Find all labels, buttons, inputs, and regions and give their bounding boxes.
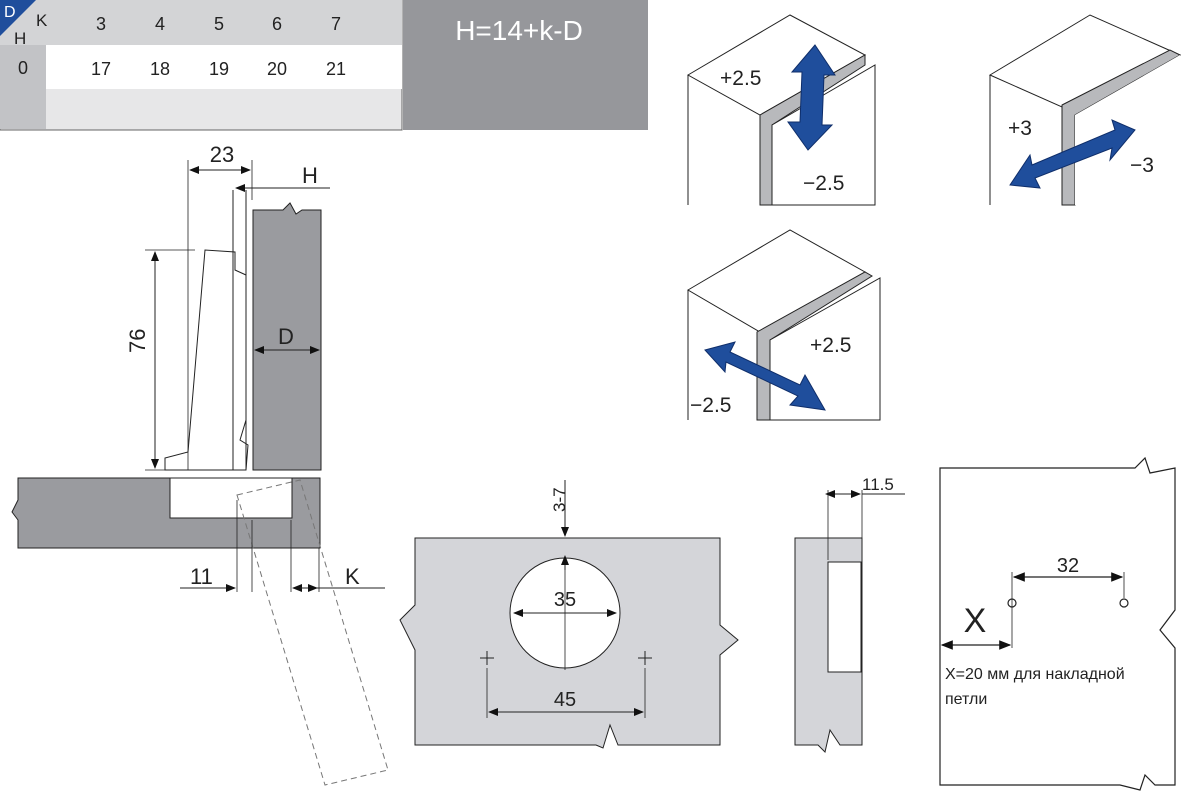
k-value: 4 [155, 14, 165, 34]
dim-11-5: 11.5 [862, 475, 894, 494]
k-value: 5 [214, 14, 224, 34]
dim-45: 45 [554, 689, 576, 711]
lateral-adjustment-view [687, 229, 881, 421]
d-value: 0 [18, 58, 28, 78]
vertical-plus: +2.5 [720, 67, 761, 90]
note-line1: X=20 мм для накладной [945, 666, 1125, 683]
dim-11: 11 [190, 564, 213, 589]
h-value: 19 [209, 59, 229, 79]
corner-d: D [4, 4, 16, 21]
dim-76: 76 [125, 329, 150, 353]
hinge-side-view [11, 160, 389, 786]
depth-minus: −3 [1130, 154, 1154, 177]
depth-adjustment-view [988, 14, 1182, 206]
depth-plus: +3 [1008, 117, 1032, 140]
corner-h: H [14, 29, 26, 48]
formula-panel [403, 0, 648, 130]
h-value: 17 [91, 59, 111, 79]
dim-35: 35 [554, 589, 576, 611]
dim-23: 23 [210, 142, 234, 167]
corner-triangle [0, 0, 36, 36]
corner-k: K [36, 11, 48, 30]
k-value: 6 [272, 14, 282, 34]
h-value: 18 [150, 59, 170, 79]
h-value: 20 [267, 59, 287, 79]
vertical-adjustment-view [686, 14, 876, 206]
dim-h: H [302, 163, 318, 188]
cup-section-view [794, 490, 905, 753]
note-line2: петли [945, 691, 987, 708]
dim-x: X [964, 602, 987, 640]
h-value: 21 [326, 59, 346, 79]
mounting-plate-view [939, 456, 1176, 791]
k-value: 7 [331, 14, 341, 34]
dim-d: D [278, 324, 294, 349]
lateral-plus: +2.5 [810, 334, 851, 357]
dim-32: 32 [1057, 555, 1079, 577]
lateral-minus: −2.5 [690, 394, 731, 417]
cup-drilling-view [399, 480, 739, 749]
dim-3-7: 3-7 [550, 487, 569, 512]
adjustment-table: D K H 3 4 5 6 7 0 17 18 19 20 21 H=14+k-… [0, 0, 648, 131]
dim-k: K [345, 564, 360, 589]
k-value: 3 [96, 14, 106, 34]
vertical-minus: −2.5 [803, 172, 844, 195]
formula: H=14+k-D [455, 15, 583, 46]
